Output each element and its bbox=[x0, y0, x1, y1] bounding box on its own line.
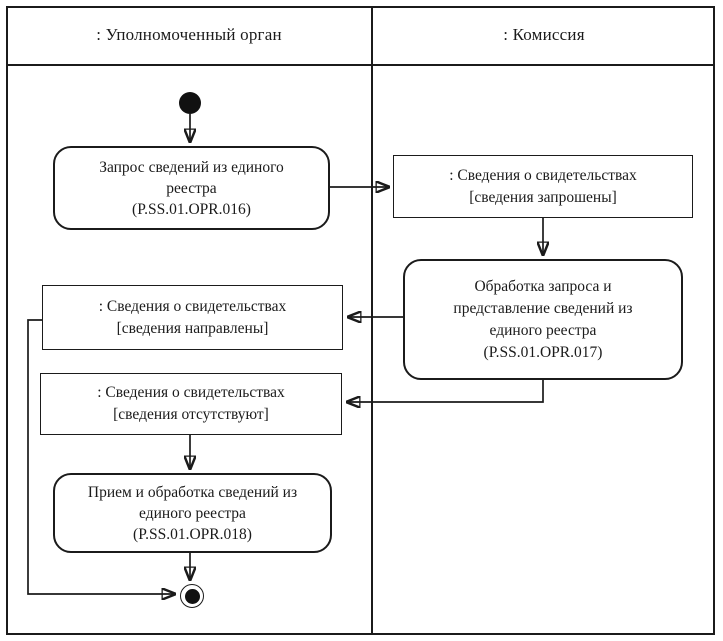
final-state-icon bbox=[180, 584, 204, 608]
lane-divider bbox=[371, 6, 373, 635]
header-underline bbox=[6, 64, 715, 66]
object-certificates-info-requested: : Сведения о свидетельствах [сведения за… bbox=[393, 155, 693, 218]
activity-request-registry-info: Запрос сведений из единого реестра (P.SS… bbox=[53, 146, 330, 230]
object-certificates-info-sent-label: : Сведения о свидетельствах [сведения на… bbox=[98, 297, 287, 337]
initial-state-icon bbox=[179, 92, 201, 114]
object-certificates-info-sent: : Сведения о свидетельствах [сведения на… bbox=[42, 285, 343, 350]
swimlane-header-authorized-body: : Уполномоченный орган bbox=[96, 25, 282, 44]
final-state-core bbox=[184, 588, 200, 604]
activity-request-registry-info-label: Запрос сведений из единого реестра (P.SS… bbox=[99, 158, 284, 218]
activity-receive-process-registry-info-label: Прием и обработка сведений из единого ре… bbox=[87, 483, 298, 543]
diagram-frame bbox=[6, 6, 715, 635]
activity-process-request-provide-info-label: Обработка запроса и представление сведен… bbox=[453, 277, 633, 361]
activity-receive-process-registry-info: Прием и обработка сведений из единого ре… bbox=[53, 473, 332, 553]
object-certificates-info-absent-label: : Сведения о свидетельствах [сведения от… bbox=[97, 384, 285, 423]
object-certificates-info-absent: : Сведения о свидетельствах [сведения от… bbox=[40, 373, 342, 435]
activity-process-request-provide-info: Обработка запроса и представление сведен… bbox=[403, 259, 683, 380]
object-certificates-info-requested-label: : Сведения о свидетельствах [сведения за… bbox=[449, 166, 637, 206]
swimlane-header-commission: : Комиссия bbox=[503, 25, 585, 44]
